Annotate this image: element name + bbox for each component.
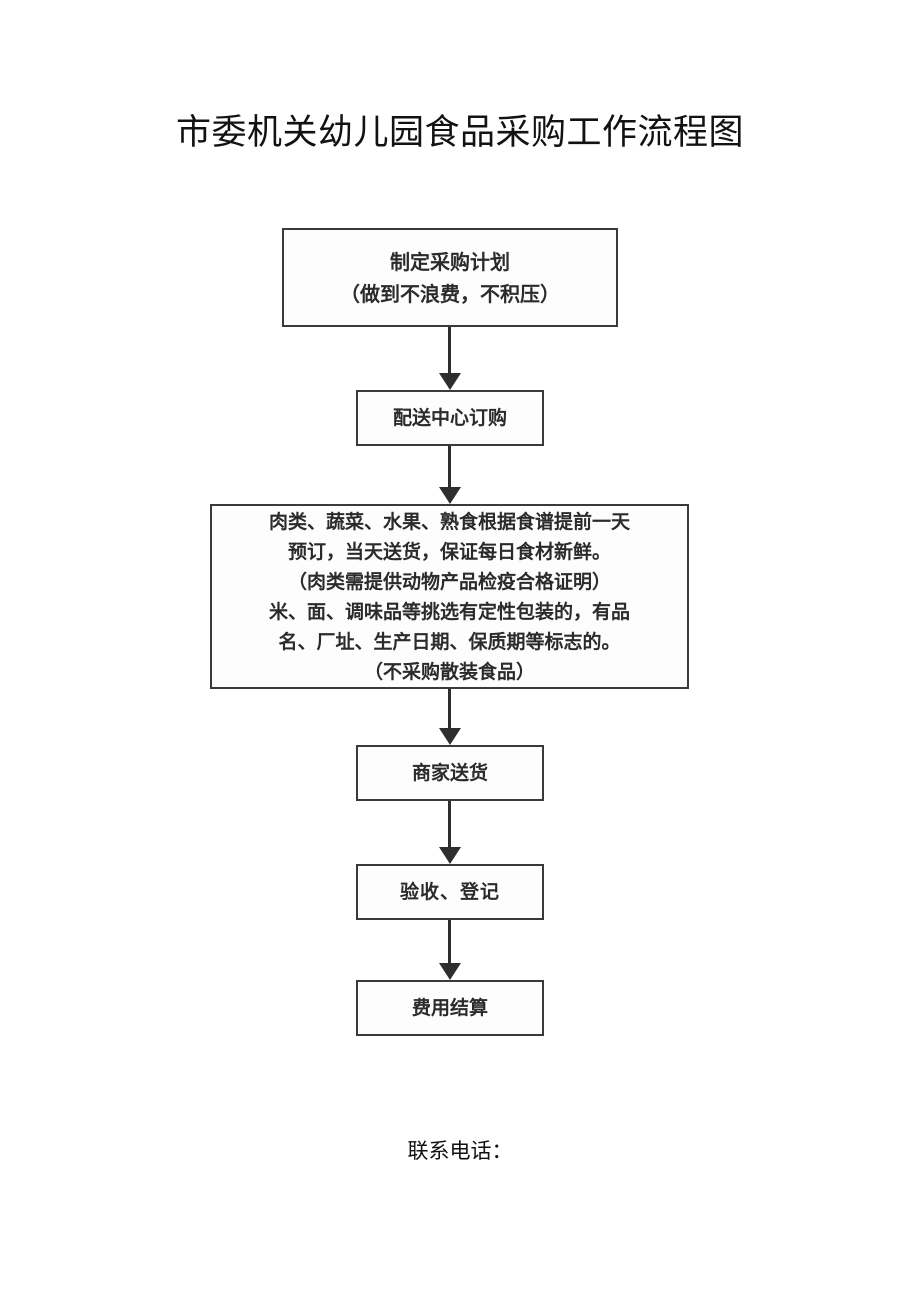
flow-node-order-label: 配送中心订购 [392,407,507,429]
arrow-head-icon [439,728,461,745]
page-title: 市委机关幼儿园食品采购工作流程图 [175,113,744,153]
flow-arrow-5 [439,920,461,980]
arrow-shaft [448,446,451,488]
flow-node-inspection[interactable]: 验收、登记 [356,864,544,920]
flow-node-plan[interactable]: 制定采购计划（做到不浪费，不积压） [282,228,618,327]
flow-node-settlement-label: 费用结算 [411,997,488,1019]
flow-node-requirements[interactable]: 肉类、蔬菜、水果、熟食根据食谱提前一天预订，当天送货，保证每日食材新鲜。（肉类需… [210,504,689,689]
flow-node-delivery-label: 商家送货 [411,762,488,784]
arrow-shaft [448,689,451,729]
arrow-shaft [448,801,451,848]
flow-node-delivery[interactable]: 商家送货 [356,745,544,801]
arrow-head-icon [439,373,461,390]
flow-arrow-3 [439,689,461,745]
arrow-head-icon [439,487,461,504]
arrow-head-icon [439,847,461,864]
flow-node-plan-label: 制定采购计划（做到不浪费，不积压） [340,249,560,306]
flow-arrow-1 [439,327,461,390]
arrow-shaft [448,920,451,964]
flow-arrow-4 [439,801,461,864]
flow-node-inspection-label: 验收、登记 [399,881,500,903]
arrow-head-icon [439,963,461,980]
flow-arrow-2 [439,446,461,504]
contact-phone-label: 联系电话： [407,1139,513,1163]
arrow-shaft [448,327,451,374]
flow-node-settlement[interactable]: 费用结算 [356,980,544,1036]
flow-node-order[interactable]: 配送中心订购 [356,390,544,446]
flow-node-requirements-label: 肉类、蔬菜、水果、熟食根据食谱提前一天预订，当天送货，保证每日食材新鲜。（肉类需… [268,510,630,683]
